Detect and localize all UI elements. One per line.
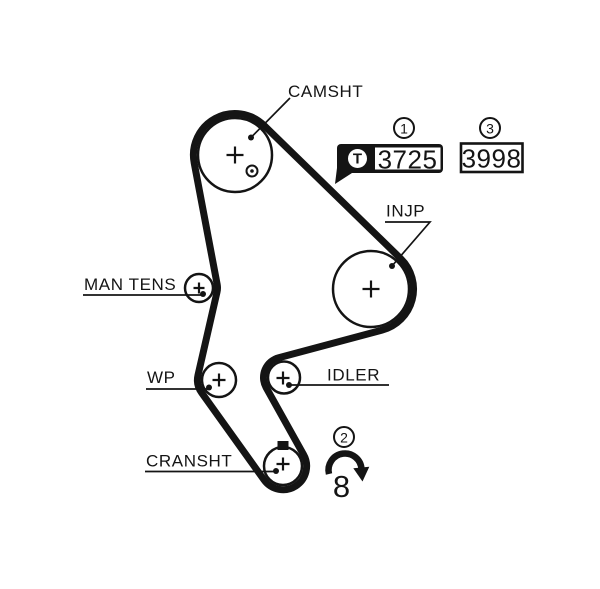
camshaft-timing-mark bbox=[245, 164, 259, 178]
tensioner-label: MAN TENS bbox=[84, 275, 176, 294]
brand-logo-circle bbox=[348, 149, 367, 168]
callout-2-index-circle bbox=[333, 426, 355, 448]
tensioner-center-mark bbox=[193, 282, 205, 294]
water-pump-label: WP bbox=[147, 368, 176, 387]
crankshaft-notch bbox=[277, 441, 289, 450]
camshaft-center-mark bbox=[226, 146, 244, 164]
callout-3-index-circle bbox=[479, 117, 501, 139]
cransht-leader-dot bbox=[273, 468, 279, 474]
wp-leader-dot bbox=[206, 384, 212, 391]
pulley-center-marks bbox=[193, 146, 380, 471]
part-number-box-3725 bbox=[375, 147, 441, 170]
man-tens-leader-dot bbox=[200, 291, 206, 297]
callout-1-badge: 1 3725 T bbox=[335, 117, 443, 184]
idler-label: IDLER bbox=[327, 366, 380, 385]
rotation-arrow-icon bbox=[325, 450, 365, 475]
callout-3-index: 3 bbox=[486, 121, 494, 137]
part-number-3998: 3998 bbox=[462, 144, 522, 174]
crankshaft-center-mark bbox=[276, 457, 290, 471]
camshaft-label: CAMSHT bbox=[288, 82, 363, 101]
callout-1-index: 1 bbox=[400, 121, 408, 137]
injp-leader-line bbox=[385, 221, 432, 267]
callout-2-rotation: 2 8 bbox=[325, 426, 370, 504]
rotation-arrowhead-icon bbox=[353, 466, 370, 482]
callout-3-badge: 3 3998 bbox=[459, 117, 524, 174]
injection-center-mark bbox=[362, 280, 380, 298]
callout-1-index-circle bbox=[393, 117, 415, 139]
camshaft-leader-line bbox=[250, 97, 291, 139]
part-number-3725: 3725 bbox=[378, 145, 438, 175]
camshaft-leader-dot bbox=[248, 134, 254, 141]
callout-2-index: 2 bbox=[340, 430, 348, 446]
idler-leader-dot bbox=[286, 382, 292, 388]
tooth-count: 8 bbox=[333, 469, 350, 504]
injection-pump-label: INJP bbox=[386, 202, 425, 221]
idler-center-mark bbox=[276, 371, 290, 385]
brand-logo-letter-icon: T bbox=[353, 151, 362, 168]
injp-leader-dot bbox=[389, 263, 395, 269]
crankshaft-label: CRANSHT bbox=[146, 452, 232, 471]
water-pump-center-mark bbox=[212, 373, 226, 387]
timing-belt bbox=[190, 110, 417, 494]
part-number-box-3998 bbox=[459, 142, 524, 174]
